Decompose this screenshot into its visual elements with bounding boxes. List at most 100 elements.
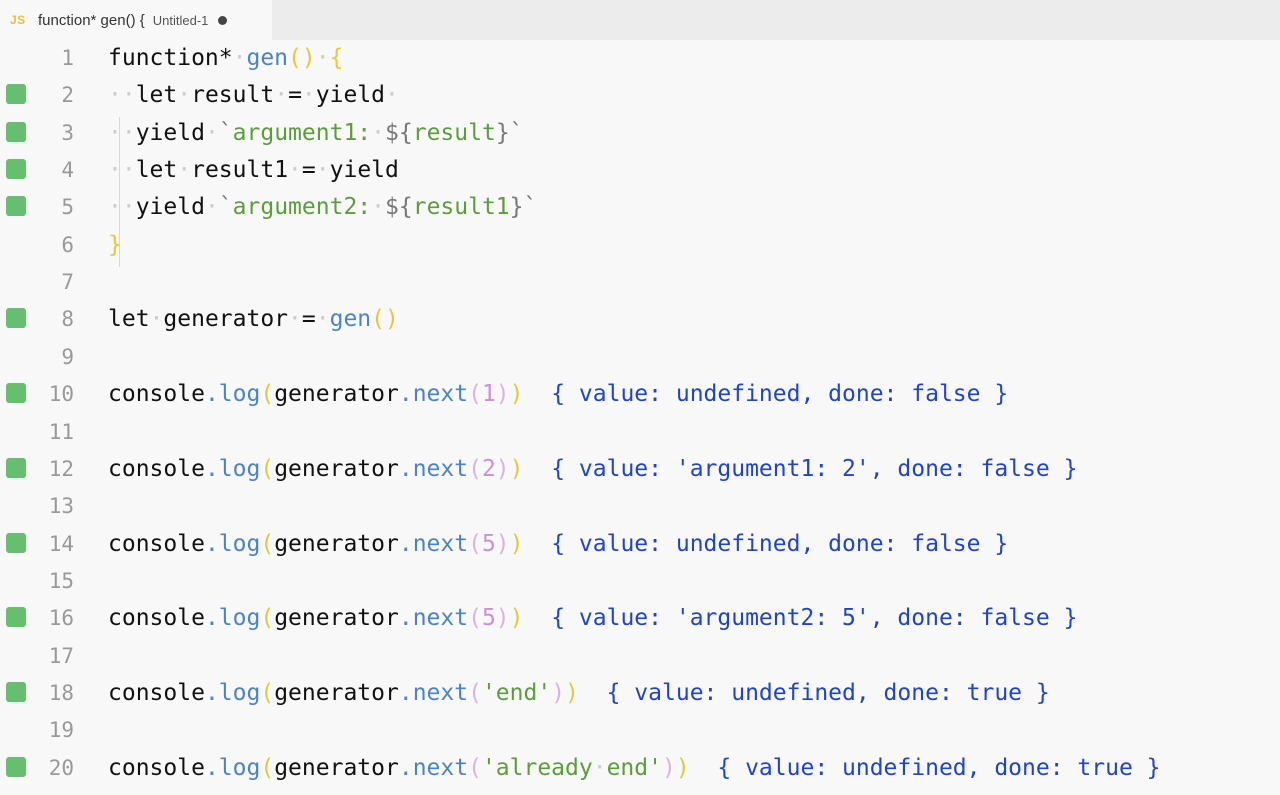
code-token: end' xyxy=(606,754,662,781)
code-token: · xyxy=(288,306,302,333)
code-token: 1 xyxy=(481,381,496,408)
code-token: result1 xyxy=(412,194,510,221)
code-line[interactable]: 6} xyxy=(0,227,1280,264)
code-token: console xyxy=(108,381,205,408)
code-token: ) xyxy=(509,530,524,557)
code-text: console.log(generator.next(1)) { value: … xyxy=(108,380,1008,408)
code-token: . xyxy=(204,679,219,706)
line-number: 20 xyxy=(48,755,74,780)
code-token: ( xyxy=(468,455,482,482)
code-token: function* xyxy=(108,45,233,71)
code-line[interactable]: 15 xyxy=(0,563,1280,600)
line-number: 1 xyxy=(61,46,74,70)
code-token xyxy=(524,531,552,557)
line-number: 12 xyxy=(48,456,74,481)
code-token: }` xyxy=(495,119,524,146)
code-token: yield xyxy=(135,194,205,221)
editor-tab[interactable]: JS function* gen() { Untitled-1 xyxy=(0,0,272,40)
code-token: log xyxy=(218,679,261,706)
code-token: . xyxy=(398,605,413,632)
line-number: 17 xyxy=(48,643,74,668)
code-token: ) xyxy=(565,679,579,706)
code-token: ) xyxy=(675,754,690,781)
code-token: result xyxy=(191,82,275,109)
tab-bar: JS function* gen() { Untitled-1 xyxy=(0,0,1280,40)
code-token: . xyxy=(398,754,413,781)
inline-result: { value: undefined, done: false } xyxy=(551,530,1009,557)
line-number: 9 xyxy=(61,344,74,369)
code-line[interactable]: 17 xyxy=(0,638,1280,675)
code-token: = xyxy=(301,306,316,333)
line-executed-marker xyxy=(6,196,26,217)
code-line[interactable]: 19 xyxy=(0,712,1280,749)
code-line[interactable]: 11 xyxy=(0,414,1280,451)
code-token: console xyxy=(108,455,205,482)
code-token: () xyxy=(371,306,399,333)
code-token: . xyxy=(398,530,413,557)
code-token: . xyxy=(398,381,413,408)
code-text: console.log(generator.next(5)) { value: … xyxy=(108,604,1077,632)
code-token: gen xyxy=(329,306,372,333)
code-token: ) xyxy=(661,754,676,781)
line-number: 15 xyxy=(48,568,74,593)
code-line[interactable]: 7 xyxy=(0,264,1280,301)
code-token: . xyxy=(204,455,219,482)
code-token: next xyxy=(412,605,469,632)
code-text: ··yield·`argument2:·${result1}` xyxy=(108,193,537,221)
code-line[interactable]: 2··let·result·=·yield· xyxy=(0,77,1280,114)
code-token: = xyxy=(288,82,302,109)
line-executed-marker xyxy=(6,457,26,478)
line-number: 6 xyxy=(61,232,74,257)
line-number: 2 xyxy=(61,83,74,108)
code-line[interactable]: 20 console.log(generator.next('already·en… xyxy=(0,750,1280,787)
code-token: log xyxy=(218,381,261,408)
code-token: = xyxy=(301,157,316,184)
code-token: generator xyxy=(274,679,399,706)
code-token: ( xyxy=(468,381,482,408)
code-line[interactable]: 3··yield·`argument1:·${result}` xyxy=(0,115,1280,152)
code-token: · xyxy=(371,194,386,221)
code-token: 'already xyxy=(481,754,593,781)
line-number: 11 xyxy=(48,419,74,444)
code-line[interactable]: 9 xyxy=(0,339,1280,376)
code-token: yield xyxy=(315,82,386,109)
code-text: console.log(generator.next('already·end'… xyxy=(108,754,1161,782)
code-token: generator xyxy=(274,754,399,781)
code-line[interactable]: 5··yield·`argument2:·${result1}` xyxy=(0,189,1280,226)
code-token: result1 xyxy=(191,157,289,184)
code-token: yield xyxy=(135,119,205,146)
code-token: · xyxy=(177,157,192,184)
inline-result: { value: undefined, done: true } xyxy=(717,754,1161,781)
code-token: ( xyxy=(260,679,275,706)
code-token: . xyxy=(204,605,219,632)
code-text: console.log(generator.next('end')) { val… xyxy=(108,679,1050,707)
code-token xyxy=(690,755,718,781)
code-token: console xyxy=(108,679,205,706)
code-token: . xyxy=(204,754,219,781)
line-number: 10 xyxy=(48,382,74,407)
code-token: argument1: xyxy=(232,119,372,146)
code-token: next xyxy=(412,530,469,557)
code-token: log xyxy=(218,754,261,781)
code-token: } xyxy=(108,231,122,258)
code-token: · xyxy=(288,157,302,184)
line-executed-marker xyxy=(6,159,26,180)
code-line[interactable]: 13 xyxy=(0,488,1280,525)
unsaved-dot-icon[interactable] xyxy=(218,15,228,25)
code-token: · xyxy=(177,82,192,109)
line-number: 16 xyxy=(48,606,74,631)
code-text: ··yield·`argument1:·${result}` xyxy=(108,119,524,147)
inline-result: { value: undefined, done: false } xyxy=(551,381,1009,408)
code-line[interactable]: 4··let·result1·=·yield xyxy=(0,152,1280,189)
code-line[interactable]: 16 console.log(generator.next(5)) { value… xyxy=(0,600,1280,637)
javascript-file-icon: JS xyxy=(10,13,26,27)
code-token: ` xyxy=(218,194,233,221)
code-token: . xyxy=(398,679,413,706)
